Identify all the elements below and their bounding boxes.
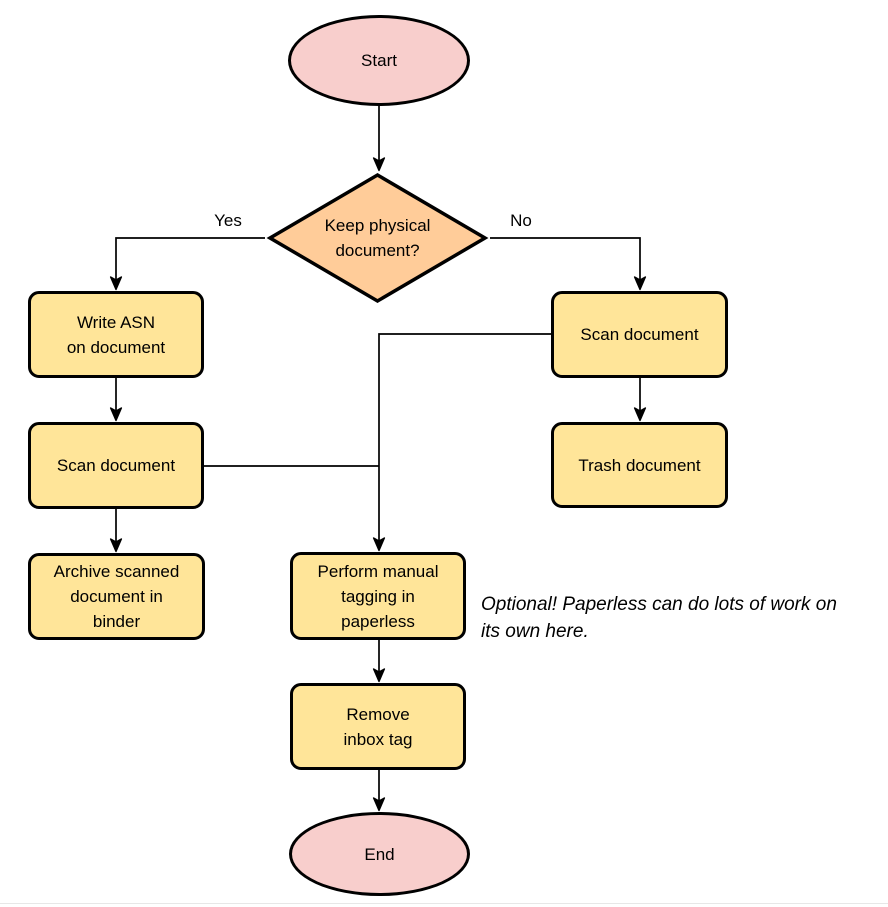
process-manual-tagging: Perform manual tagging in paperless: [290, 552, 466, 640]
end-terminator: End: [289, 812, 470, 896]
edge-tagging-to-remove-inbox: [372, 640, 386, 683]
edge-decision-yes-to-write-asn: [109, 237, 265, 291]
tagging-label: Perform manual tagging in paperless: [317, 561, 439, 631]
page-bottom-border: [0, 903, 888, 904]
scan-left-label: Scan document: [56, 456, 176, 475]
write-asn-label: Write ASN on document: [66, 312, 166, 357]
edge-start-to-decision: [372, 106, 386, 172]
start-label: Start: [361, 51, 397, 70]
decision-keep-physical-document: Keep physical document?: [265, 172, 490, 304]
archive-label: Archive scanned document in binder: [53, 562, 180, 631]
no-edge-label: No: [510, 211, 532, 230]
annotation-note: Optional! Paperless can do lots of work …: [481, 594, 837, 642]
process-trash-document: Trash document: [551, 422, 728, 508]
edge-scan-left-to-archive: [109, 509, 123, 553]
edge-remove-inbox-to-end: [372, 770, 386, 812]
process-remove-inbox-tag: Remove inbox tag: [290, 683, 466, 770]
diamond-shape-icon: [266, 172, 489, 304]
process-scan-document-left: Scan document: [28, 422, 204, 509]
process-scan-document-right: Scan document: [551, 291, 728, 378]
process-archive-in-binder: Archive scanned document in binder: [28, 553, 205, 640]
scan-right-label: Scan document: [580, 325, 699, 344]
edge-decision-no-to-scan-right: [490, 237, 647, 291]
edge-write-asn-to-scan-left: [109, 378, 123, 422]
yes-edge-label: Yes: [214, 211, 242, 230]
decision-label: Keep physical document?: [324, 216, 431, 260]
trash-label: Trash document: [578, 455, 701, 475]
edge-scan-right-to-trash: [633, 378, 647, 422]
end-label: End: [364, 844, 395, 864]
remove-inbox-label: Remove inbox tag: [343, 704, 413, 749]
process-write-asn: Write ASN on document: [28, 291, 204, 378]
edge-scan-right-to-tagging: [372, 333, 551, 552]
start-terminator: Start: [288, 15, 470, 106]
